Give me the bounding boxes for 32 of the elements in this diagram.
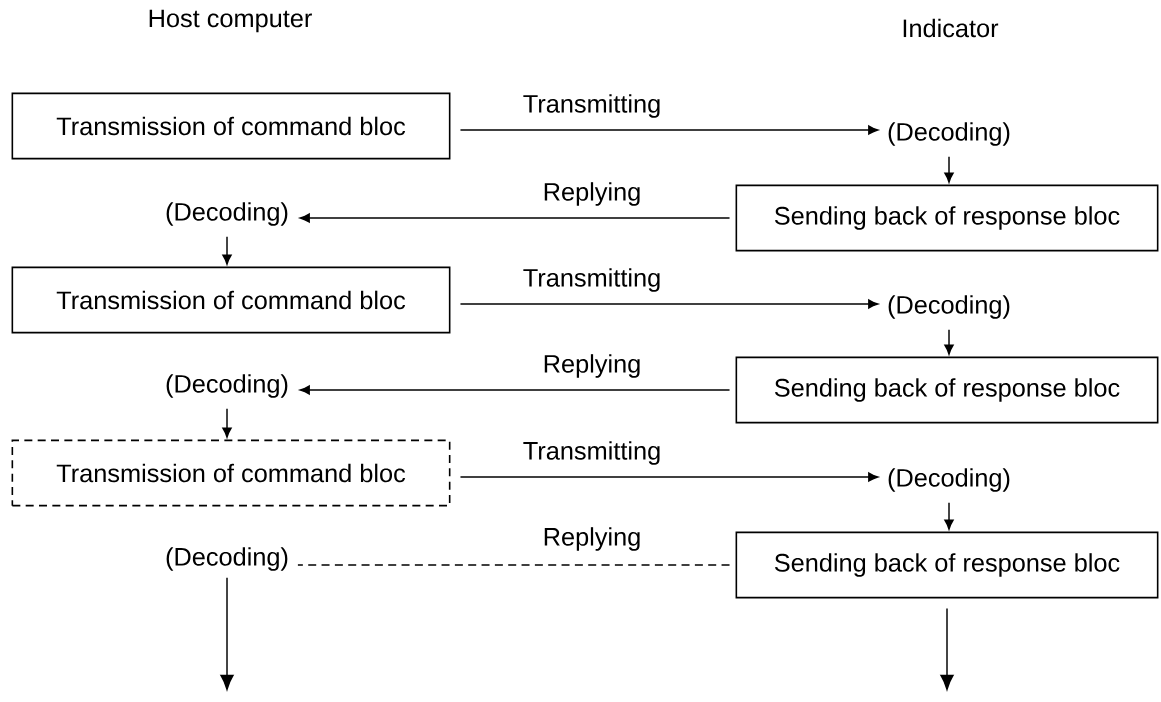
arrow: [944, 502, 954, 530]
column-heading: Indicator: [903, 18, 999, 38]
arrow: [459, 125, 879, 135]
arrow: [459, 472, 879, 482]
step-text: (Decoding): [166, 374, 288, 398]
step-text: (Decoding): [888, 122, 1010, 146]
arrow: [299, 213, 731, 223]
process-box: Transmission of command bloc: [11, 266, 451, 334]
step-text: (Decoding): [888, 468, 1010, 492]
arrow: [944, 329, 954, 355]
edge-label: Transmitting: [523, 268, 660, 292]
arrow: [459, 299, 879, 309]
edge-label: Transmitting: [523, 94, 660, 118]
edge-label: Transmitting: [523, 441, 660, 465]
arrow: [222, 408, 232, 438]
step-text: (Decoding): [166, 202, 288, 226]
arrow: [299, 385, 731, 395]
edge-label: Replying: [544, 182, 640, 206]
process-box: Transmission of command bloc: [11, 439, 451, 507]
process-box: Sending back of response bloc: [735, 531, 1159, 599]
process-box: Sending back of response bloc: [735, 184, 1159, 252]
step-text: (Decoding): [166, 547, 288, 571]
process-box: Transmission of command bloc: [11, 92, 451, 160]
arrow: [940, 607, 954, 691]
arrow: [220, 577, 234, 691]
step-text: (Decoding): [888, 295, 1010, 319]
edge-label: Replying: [544, 354, 640, 378]
arrow: [222, 236, 232, 265]
arrow: [944, 156, 954, 183]
column-heading: Host computer: [149, 9, 312, 33]
process-box: Sending back of response bloc: [735, 356, 1159, 424]
edge-label: Replying: [544, 527, 640, 551]
